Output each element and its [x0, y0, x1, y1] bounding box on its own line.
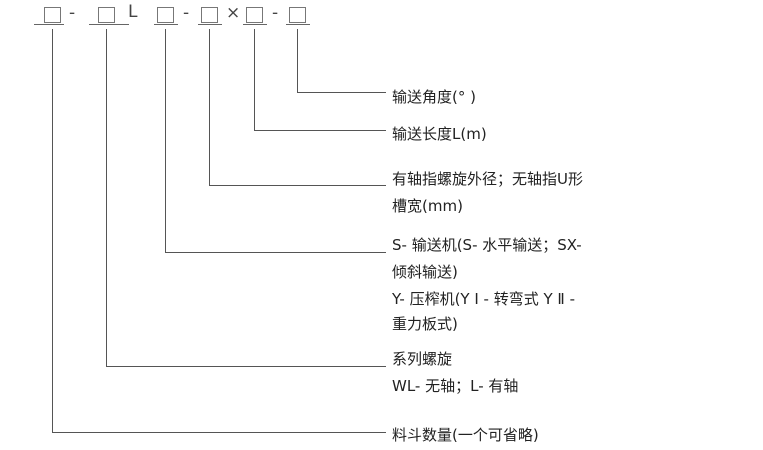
separator: - — [272, 3, 279, 23]
label-type-cont: 倾斜输送) — [392, 263, 458, 281]
slot-hopper-count — [44, 7, 61, 23]
label-series: 系列螺旋 — [392, 350, 453, 368]
separator: - — [69, 3, 76, 23]
label-length: 输送长度L(m) — [392, 125, 487, 143]
label-angle: 输送角度(° ) — [392, 88, 476, 106]
underline — [89, 24, 129, 25]
label-hopper-count: 料斗数量(一个可省略) — [392, 426, 539, 444]
label-series-cont: WL- 无轴；L- 有轴 — [392, 377, 519, 395]
underline — [243, 24, 267, 25]
slot-diameter — [201, 7, 218, 23]
separator: - — [183, 3, 190, 23]
underline — [286, 24, 310, 25]
underline — [154, 24, 178, 25]
label-type-press-cont: 重力板式) — [392, 315, 458, 333]
slot-series — [98, 7, 115, 23]
slot-length — [246, 7, 263, 23]
label-diameter: 有轴指螺旋外径；无轴指U形 — [392, 170, 583, 188]
label-type: S- 输送机(S- 水平输送；SX- — [392, 236, 582, 254]
times-sign: × — [226, 3, 241, 23]
label-type-press: Y- 压榨机(Y Ⅰ - 转弯式 Y Ⅱ - — [392, 290, 575, 308]
underline — [198, 24, 222, 25]
slot-angle — [289, 7, 306, 23]
underline — [34, 24, 64, 25]
slot-type — [157, 7, 174, 23]
label-diameter-cont: 槽宽(mm) — [392, 197, 463, 215]
series-letter: L — [128, 2, 138, 22]
